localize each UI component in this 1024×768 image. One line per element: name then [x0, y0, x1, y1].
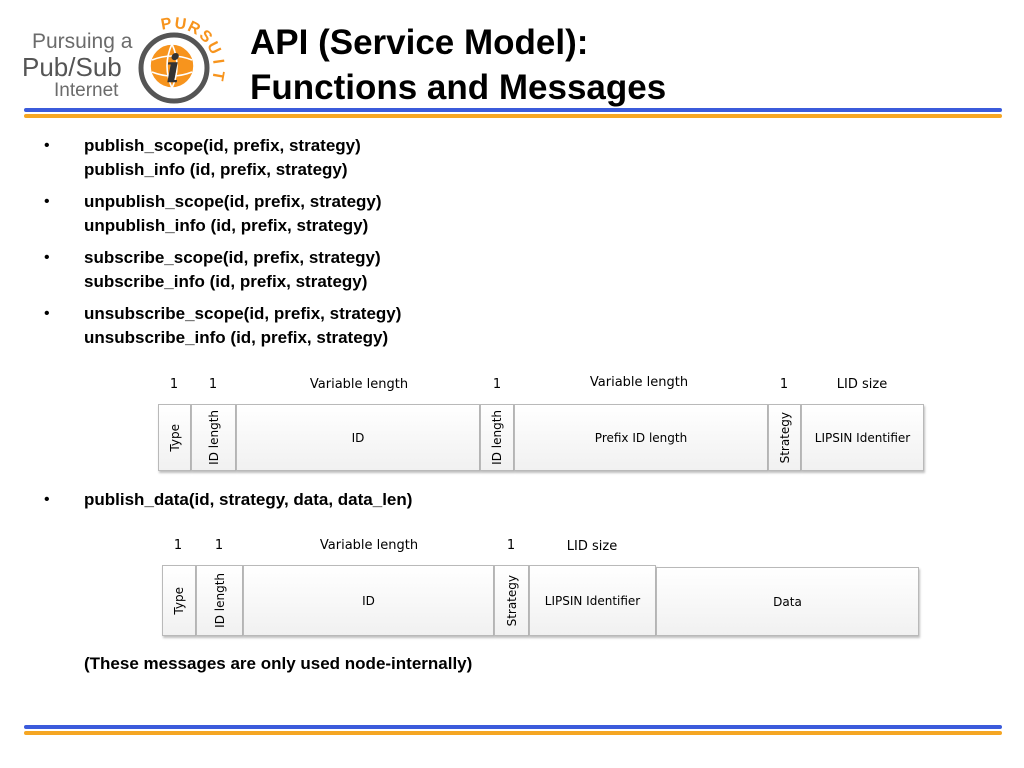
function-list: • publish_scope(id, prefix, strategy) pu… — [40, 134, 740, 358]
diagram2-size-label: 1 — [214, 538, 224, 553]
diagram2-size-label: 1 — [506, 538, 516, 553]
list-item: • publish_scope(id, prefix, strategy) pu… — [40, 134, 740, 182]
field-label: ID — [351, 430, 365, 445]
field-data: Data — [656, 567, 919, 636]
field-type: Type — [158, 404, 191, 471]
diagram1-size-label: 1 — [779, 377, 789, 392]
bullet-glyph: • — [44, 137, 50, 154]
diagram1-size-label: Variable length — [589, 375, 689, 390]
field-label: Type — [167, 423, 182, 452]
diagram1-size-label: LID size — [836, 377, 888, 392]
list-item: • unsubscribe_scope(id, prefix, strategy… — [40, 302, 740, 350]
field-label: Data — [773, 594, 802, 609]
field-id: ID — [243, 565, 494, 636]
function-name: unpublish_info (id, prefix, strategy) — [84, 216, 369, 235]
field-label: Strategy — [504, 574, 519, 627]
bullet-glyph: • — [44, 491, 50, 508]
function-name: unsubscribe_info (id, prefix, strategy) — [84, 328, 389, 347]
bullet-glyph: • — [44, 305, 50, 322]
field-label: ID length — [490, 410, 504, 465]
function-name: subscribe_info (id, prefix, strategy) — [84, 272, 368, 291]
function-name: unpublish_scope(id, prefix, strategy) — [84, 192, 382, 211]
bottom-gold-band — [24, 731, 1002, 735]
field-lipsin-identifier: LIPSIN Identifier — [529, 565, 656, 636]
list-item: • unpublish_scope(id, prefix, strategy) … — [40, 190, 740, 238]
field-label: LIPSIN Identifier — [544, 593, 641, 608]
diagram1-size-label: 1 — [208, 377, 218, 392]
field-label: LIPSIN Identifier — [814, 430, 911, 445]
field-strategy: Strategy — [768, 404, 801, 471]
top-gold-band — [24, 114, 1002, 118]
field-label: Prefix ID length — [594, 430, 688, 445]
diagram2-size-label: 1 — [173, 538, 183, 553]
field-id: ID — [236, 404, 480, 471]
field-label: Type — [172, 586, 186, 615]
field-prefix-id-length: Prefix ID length — [514, 404, 768, 471]
page-title: API (Service Model): Functions and Messa… — [250, 20, 990, 110]
function-name: publish_scope(id, prefix, strategy) — [84, 136, 361, 155]
diagram1-size-label: Variable length — [309, 377, 409, 392]
list-item: • publish_data(id, strategy, data, data_… — [40, 488, 412, 512]
top-blue-band — [24, 108, 1002, 112]
field-label: ID length — [206, 410, 221, 465]
logo-line-3: Internet — [54, 80, 119, 101]
logo-line-2: Pub/Sub — [22, 52, 122, 82]
diagram1-size-label: 1 — [492, 377, 502, 392]
bullet-glyph: • — [44, 193, 50, 210]
diagram2-size-label: LID size — [566, 539, 618, 554]
function-name: unsubscribe_scope(id, prefix, strategy) — [84, 304, 402, 323]
bottom-blue-band — [24, 725, 1002, 729]
list-item: • subscribe_scope(id, prefix, strategy) … — [40, 246, 740, 294]
bullet-glyph: • — [44, 249, 50, 266]
field-lipsin-identifier: LIPSIN Identifier — [801, 404, 924, 471]
function-name: subscribe_scope(id, prefix, strategy) — [84, 248, 381, 267]
logo-line-1: Pursuing a — [32, 30, 133, 53]
field-strategy: Strategy — [494, 565, 529, 636]
diagram2-size-label: Variable length — [319, 538, 419, 553]
function-name: publish_data(id, strategy, data, data_le… — [84, 490, 413, 509]
logo-arc-letter: P — [160, 15, 174, 34]
field-type: Type — [162, 565, 196, 636]
field-id-length: ID length — [191, 404, 236, 471]
footnote: (These messages are only used node-inter… — [84, 654, 473, 673]
logo-mark-letter: i — [166, 46, 180, 91]
field-id-length: ID length — [196, 565, 243, 636]
title-line-1: API (Service Model): — [250, 23, 589, 62]
title-line-2: Functions and Messages — [250, 68, 667, 107]
field-id-length: ID length — [480, 404, 514, 471]
logo-arc-letter: T — [208, 69, 226, 82]
field-label: Strategy — [777, 411, 792, 464]
logo-arc-letter: U — [173, 15, 187, 34]
function-name: publish_info (id, prefix, strategy) — [84, 160, 348, 179]
field-label: ID length — [212, 573, 227, 628]
logo-arc-letter: I — [209, 58, 226, 65]
diagram1-size-label: 1 — [169, 377, 179, 392]
field-label: ID — [362, 593, 375, 608]
